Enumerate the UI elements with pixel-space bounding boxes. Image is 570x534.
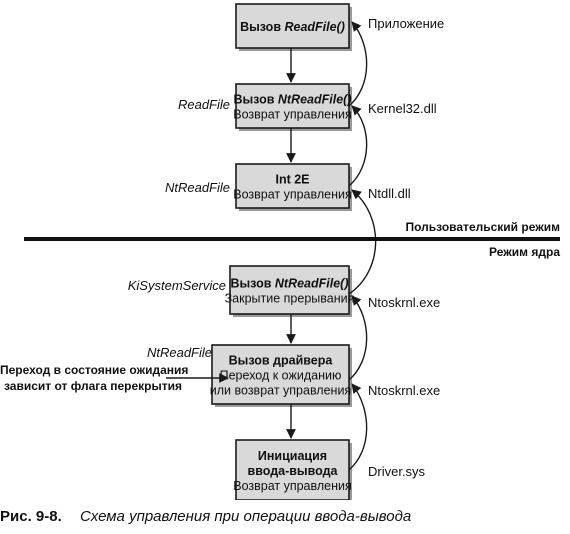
process-box-text-part: NtReadFile() bbox=[275, 277, 349, 291]
return-arrow-4 bbox=[348, 295, 368, 381]
figure-caption: Рис. 9-8. Схема управления при операции … bbox=[0, 508, 411, 525]
process-box-2: Вызов NtReadFile()Возврат управления bbox=[233, 83, 352, 131]
process-box-text-part: Закрытие прерывания bbox=[225, 292, 355, 306]
process-box-text-part: NtReadFile() bbox=[278, 93, 352, 107]
process-box-text-part: Вызов драйвера bbox=[229, 354, 334, 368]
process-box-text-line: ввода-вывода bbox=[248, 464, 339, 478]
process-box-text-part: или возврат управления bbox=[210, 384, 351, 398]
process-box-text-line: Возврат управления bbox=[233, 479, 352, 493]
user-mode-label: Пользовательский режим bbox=[406, 220, 561, 234]
return-arrow-5 bbox=[348, 383, 368, 471]
process-box-frame bbox=[229, 265, 350, 315]
return-arrows bbox=[348, 21, 377, 471]
process-box-text-part: ввода-вывода bbox=[248, 464, 339, 478]
right-label-application: Приложение bbox=[368, 16, 444, 31]
return-arrow-2 bbox=[348, 105, 368, 187]
process-box-text-line: Вызов NtReadFile() bbox=[230, 277, 348, 291]
io-control-flow-diagram: Вызов ReadFile()Вызов NtReadFile()Возвра… bbox=[0, 3, 561, 500]
process-box-text-line: Возврат управления bbox=[233, 108, 352, 122]
process-box-text-part: Int 2E bbox=[275, 173, 309, 187]
process-box-text-line: Переход к ожиданию bbox=[220, 369, 342, 383]
left-label-ntreadfile-2: NtReadFile bbox=[147, 345, 212, 360]
process-box-frame bbox=[235, 439, 350, 500]
right-labels: Приложение Kernel32.dll Ntdll.dll Ntoskr… bbox=[368, 16, 444, 479]
mode-separator-line bbox=[24, 237, 560, 241]
kernel-mode-label: Режим ядра bbox=[489, 245, 560, 259]
right-label-ntdll: Ntdll.dll bbox=[368, 186, 411, 201]
figure-caption-label: Рис. 9-8. bbox=[0, 508, 62, 525]
process-box-text-line: или возврат управления bbox=[210, 384, 351, 398]
right-label-ntoskrnl-1: Ntoskrnl.exe bbox=[368, 295, 440, 310]
process-box-frame bbox=[235, 3, 350, 49]
figure-caption-title: Схема управления при операции ввода-выво… bbox=[79, 508, 412, 525]
process-box-4: Вызов NtReadFile()Закрытие прерывания bbox=[225, 265, 355, 317]
left-label-kisystemservice: KiSystemService bbox=[128, 278, 226, 293]
left-label-ntreadfile: NtReadFile bbox=[165, 180, 230, 195]
return-arrow-3 bbox=[348, 189, 377, 295]
left-label-readfile: ReadFile bbox=[178, 97, 230, 112]
process-box-text-line: Int 2E bbox=[275, 173, 309, 187]
process-box-text-part: Инициация bbox=[258, 449, 327, 463]
process-box-text-part: Возврат управления bbox=[233, 479, 352, 493]
side-note-line-1: Переход в состояние ожидания bbox=[0, 363, 188, 377]
process-box-text-part: Вызов bbox=[233, 93, 277, 107]
process-box-frame bbox=[211, 344, 350, 405]
process-box-text-line: Вызов ReadFile() bbox=[240, 20, 345, 34]
process-box-text-part: Переход к ожиданию bbox=[220, 369, 342, 383]
process-box-text-part: Возврат управления bbox=[233, 188, 352, 202]
return-arrow-1 bbox=[348, 21, 368, 107]
process-box-text-line: Вызов NtReadFile() bbox=[233, 93, 351, 107]
process-box-text-part: Возврат управления bbox=[233, 108, 352, 122]
process-box-1: Вызов ReadFile() bbox=[235, 3, 352, 51]
process-box-text-line: Возврат управления bbox=[233, 188, 352, 202]
right-label-ntoskrnl-2: Ntoskrnl.exe bbox=[368, 383, 440, 398]
process-box-frame bbox=[235, 163, 350, 209]
left-labels: ReadFile NtReadFile KiSystemService NtRe… bbox=[128, 97, 230, 360]
process-box-text-line: Вызов драйвера bbox=[229, 354, 334, 368]
process-box-text-part: Вызов bbox=[230, 277, 274, 291]
process-box-text-part: Вызов bbox=[240, 20, 284, 34]
side-note-line-2: зависит от флага перекрытия bbox=[4, 379, 182, 393]
process-box-text-line: Закрытие прерывания bbox=[225, 292, 355, 306]
right-label-kernel32: Kernel32.dll bbox=[368, 101, 437, 116]
process-box-text-line: Инициация bbox=[258, 449, 327, 463]
process-box-text-part: ReadFile() bbox=[284, 20, 344, 34]
side-note: Переход в состояние ожидания зависит от … bbox=[0, 363, 188, 393]
right-label-driver: Driver.sys bbox=[368, 464, 426, 479]
